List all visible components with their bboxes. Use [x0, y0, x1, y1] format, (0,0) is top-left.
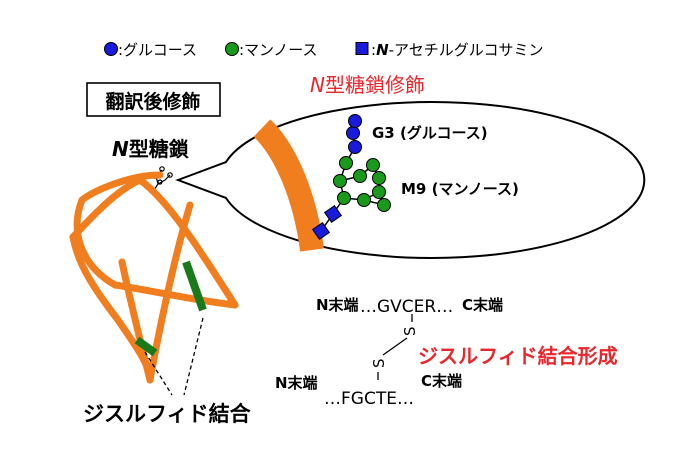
legend-glcnac-symbol: [355, 42, 369, 55]
glucose-unit: [348, 140, 362, 154]
glcnac-unit: [323, 204, 343, 224]
protein-segment-zoom: [253, 119, 324, 252]
ptm-label: 翻訳後修飾: [105, 90, 200, 113]
disulfide-formation-label: ジスルフィド結合形成: [418, 344, 618, 368]
top-c-terminus: C末端: [462, 296, 503, 314]
mannose-unit: [339, 156, 353, 170]
disulfide-line: [382, 337, 408, 356]
m9-label: M9 (マンノース): [401, 180, 519, 198]
legend-glucose-symbol: [104, 42, 118, 56]
mannose-unit: [372, 185, 386, 199]
n-glycan-label: N型糖鎖: [112, 137, 190, 161]
legend: :グルコース :マンノース :N-アセチルグルコサミン: [104, 41, 543, 59]
bottom-n-terminus: N末端: [275, 374, 318, 392]
legend-mannose-label: :マンノース: [239, 41, 318, 59]
mannose-unit: [357, 193, 371, 207]
top-sequence: …GVCER…: [360, 297, 453, 317]
mannose-unit: [353, 169, 367, 183]
bottom-sequence: …FGCTE…: [324, 389, 414, 409]
glucose-unit: [346, 126, 360, 140]
g3-label: G3 (グルコース): [372, 124, 488, 142]
glucose-unit: [348, 114, 362, 128]
glcnac-unit: [311, 221, 331, 241]
ptm-label-box: [86, 82, 221, 117]
mannose-unit: [333, 174, 347, 188]
glycan-tree: [311, 114, 391, 241]
folded-protein: [69, 171, 239, 384]
disulfide-bond-label: ジスルフィド結合: [83, 402, 252, 426]
mannose-unit: [337, 191, 351, 205]
disulfide-pointer-lines: [144, 317, 204, 396]
mannose-unit: [366, 158, 380, 172]
mannose-unit: [372, 171, 386, 185]
disulfide-bond-marker: [134, 336, 158, 357]
sulfur-bottom: S: [370, 358, 388, 368]
mannose-unit: [377, 198, 391, 212]
top-n-terminus: N末端: [316, 296, 359, 314]
n-glycosylation-label: N型糖鎖修飾: [310, 73, 425, 97]
sulfur-top: S: [401, 326, 419, 336]
sequence-schematic: N末端 …GVCER… C末端 S S N末端 …FGCTE… C末端: [275, 296, 503, 409]
legend-glcnac-label: :N-アセチルグルコサミン: [371, 41, 543, 59]
bottom-c-terminus: C末端: [421, 372, 462, 390]
legend-glucose-label: :グルコース: [118, 41, 197, 59]
legend-mannose-symbol: [225, 42, 239, 56]
disulfide-bond-marker: [182, 260, 207, 312]
